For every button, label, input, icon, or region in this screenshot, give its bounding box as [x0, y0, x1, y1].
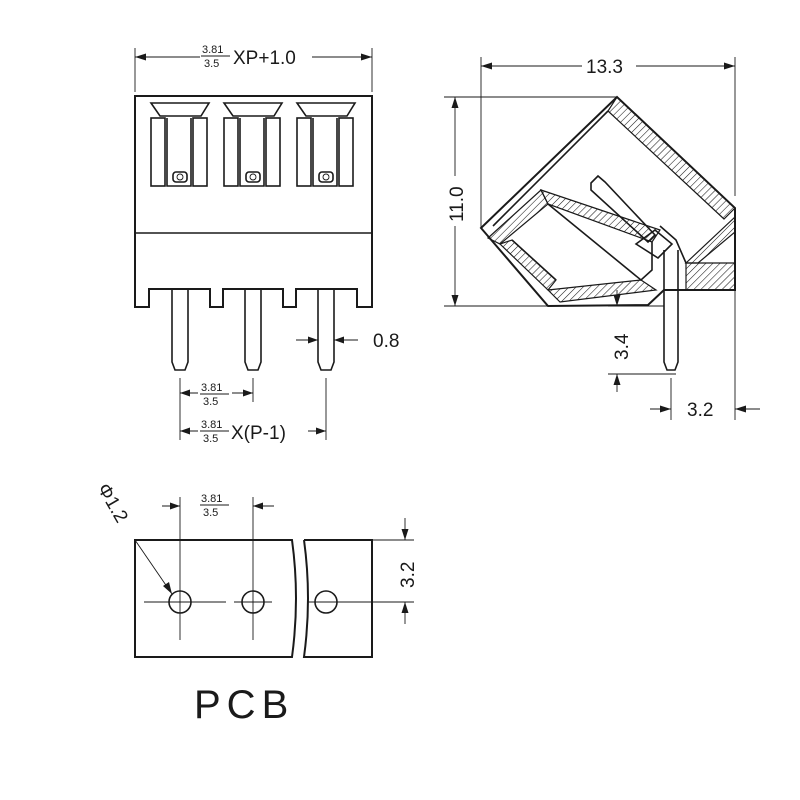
- span-pitch-bottom: 3.5: [203, 433, 218, 445]
- pin-pitch-top: 3.81: [201, 382, 222, 394]
- pin-length-dimension: 3.4: [608, 290, 676, 392]
- pcb-pitch-top: 3.81: [201, 493, 222, 505]
- hole-diameter-dimension: Φ1.2: [93, 480, 173, 595]
- pin-pitch-bottom: 3.5: [203, 396, 218, 408]
- terminal-clamp: [295, 102, 357, 187]
- span-suffix: X(P-1): [231, 423, 286, 444]
- side-housing: [479, 95, 736, 308]
- side-height-label: 11.0: [447, 186, 468, 222]
- pcb-holes: [144, 497, 345, 640]
- pin-diameter-dimension: 0.8: [296, 331, 399, 352]
- pin: [317, 289, 335, 371]
- pin: [171, 289, 189, 371]
- pin-diameter-label: 0.8: [373, 331, 399, 352]
- overall-width-dimension: 3.81 3.5 XP+1.0: [134, 44, 373, 92]
- pcb-view: Φ1.2 3.81 3.5 3.2 PCB: [93, 480, 419, 727]
- hole-diameter-label: Φ1.2: [93, 480, 132, 527]
- pin-offset-label: 3.2: [687, 400, 713, 421]
- pcb-pitch-dimension: 3.81 3.5: [162, 493, 274, 519]
- front-housing: [134, 95, 373, 309]
- pcb-offset-label: 3.2: [398, 562, 419, 588]
- front-view: 3.81 3.5 XP+1.0: [134, 44, 399, 445]
- terminal-clamp: [222, 102, 284, 187]
- side-height-dimension: 11.0: [444, 96, 617, 307]
- terminal-clamp: [149, 102, 211, 187]
- terminal-clamps: [149, 102, 357, 187]
- side-width-label: 13.3: [586, 57, 623, 78]
- pin-pitch-dimension: 3.81 3.5: [179, 378, 254, 440]
- overall-pitch-bottom: 3.5: [204, 58, 219, 70]
- pcb-pitch-bottom: 3.5: [203, 507, 218, 519]
- pcb-offset-dimension: 3.2: [345, 518, 419, 624]
- pcb-title: PCB: [194, 683, 294, 727]
- side-view: 13.3 11.0: [444, 57, 760, 421]
- front-pins: [171, 289, 335, 371]
- side-pin: [663, 250, 679, 371]
- pin-span-dimension: 3.81 3.5 X(P-1): [180, 378, 327, 445]
- pin: [244, 289, 262, 371]
- overall-pitch-top: 3.81: [202, 44, 223, 56]
- overall-width-suffix: XP+1.0: [233, 48, 296, 69]
- side-width-dimension: 13.3: [480, 57, 736, 228]
- span-pitch-top: 3.81: [201, 419, 222, 431]
- pcb-board: [134, 539, 373, 658]
- pin-length-label: 3.4: [612, 333, 633, 360]
- pin-offset-dimension: 3.2: [650, 290, 760, 421]
